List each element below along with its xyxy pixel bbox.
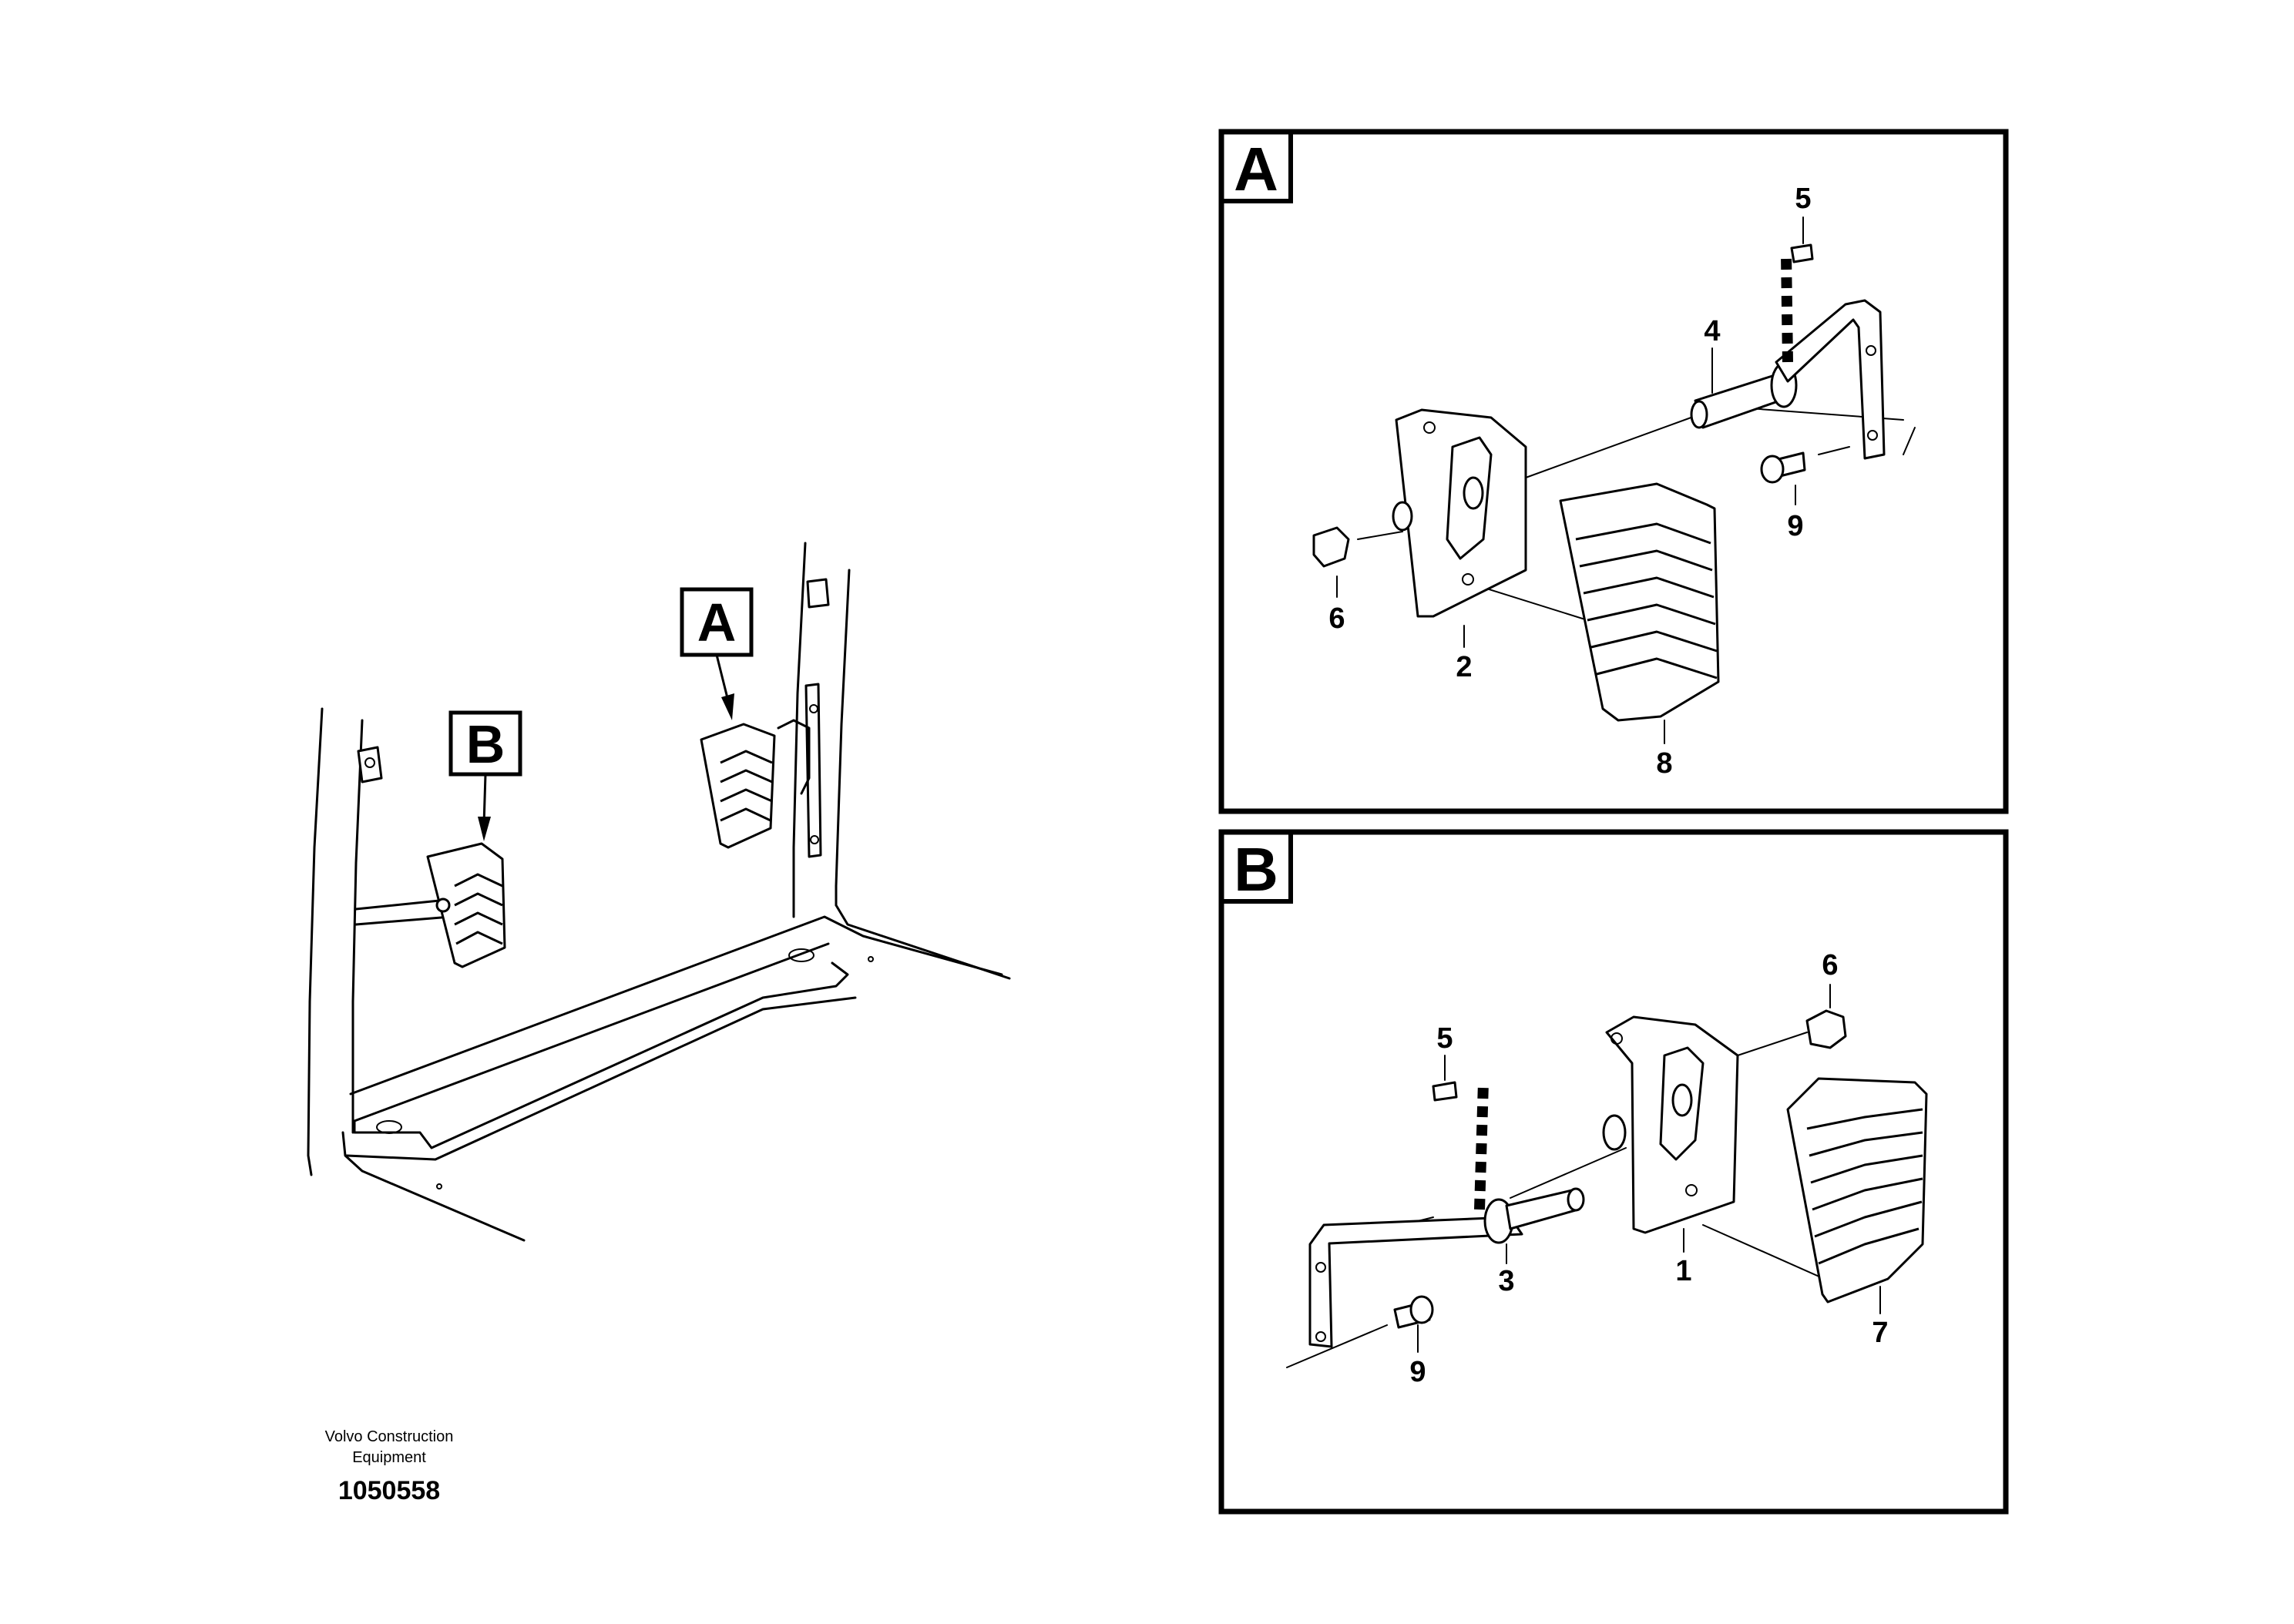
panel-a-cap-nut <box>1312 526 1350 568</box>
pedal-b-grip-ribs <box>454 873 503 945</box>
panel-b-callout-3: 3 <box>1498 1265 1514 1297</box>
panel-a-callout-6: 6 <box>1328 602 1345 635</box>
floor-right-edge <box>835 904 1011 980</box>
pedal-a-rod <box>777 719 811 795</box>
detail-panel-b: B 6 5 <box>1218 829 2009 1515</box>
pedal-b-rod-bottom <box>354 915 452 926</box>
panel-a-pin-end <box>1690 400 1708 429</box>
floor-lower-edge <box>345 996 857 1161</box>
panel-a-pedal-pad <box>1559 482 1720 722</box>
floor-dot <box>868 956 874 962</box>
panel-a-frame <box>1218 129 2009 814</box>
panel-a-bracket-nut <box>1392 501 1413 532</box>
floor-bolt-left <box>376 1120 402 1134</box>
panel-a-callout-5: 5 <box>1795 183 1811 215</box>
panel-b-callout-6: 6 <box>1822 949 1838 981</box>
panel-b-set-screw-head <box>1432 1081 1458 1102</box>
panel-a-pedal-grip-ribs <box>1575 522 1718 679</box>
panel-a-letter-box <box>1219 129 1293 203</box>
left-post-bracket <box>357 746 383 783</box>
overview-label-a-leader <box>715 653 730 703</box>
floor-step-edge <box>353 942 830 1122</box>
panel-a-callout-4: 4 <box>1704 315 1720 347</box>
panel-a-bracket-hole-bottom <box>1462 573 1474 586</box>
overview-label-b: B <box>466 714 505 774</box>
overview-pedal-a <box>700 719 811 849</box>
panel-b-pin-end <box>1567 1187 1585 1212</box>
overview-illustration: B A <box>307 542 1011 1242</box>
floor-dot-2 <box>436 1183 442 1189</box>
panel-a-bracket-bush <box>1463 476 1484 510</box>
panel-a-set-screw-shaft <box>1781 253 1793 363</box>
pedal-b-rod-top <box>354 898 448 911</box>
credit-line-1: Volvo Construction <box>325 1428 454 1445</box>
right-post-bracket <box>806 578 830 609</box>
panel-b-rod-hole-top <box>1315 1262 1326 1273</box>
panel-a-callout-2: 2 <box>1456 651 1472 683</box>
panel-b-bracket-hole-top <box>1611 1032 1623 1045</box>
panel-a-set-screw-head <box>1790 243 1814 263</box>
panel-b-callout-1: 1 <box>1675 1255 1691 1287</box>
right-cab-post-inner <box>835 569 851 907</box>
overview-label-a-arrowhead <box>721 693 734 720</box>
floor-bolt-right <box>788 948 814 962</box>
panel-b-pedal-grip-ribs <box>1806 1108 1923 1265</box>
panel-a-bracket-hole-top <box>1423 421 1436 434</box>
panel-b-set-screw-shaft <box>1474 1082 1489 1210</box>
panel-b-bracket-hole-bottom <box>1685 1184 1698 1196</box>
floor-left-edge <box>341 1131 526 1242</box>
left-cab-post-outer <box>307 707 324 1176</box>
overview-label-a: A <box>697 592 737 653</box>
overview-label-b-arrowhead <box>478 817 491 841</box>
panel-b-frame <box>1218 829 2009 1515</box>
floor-back-edge <box>349 915 1003 1096</box>
panel-b-bracket-nut <box>1602 1114 1627 1151</box>
panel-a-letter: A <box>1234 135 1278 203</box>
panel-a-rod-hole-bottom <box>1867 430 1878 441</box>
panel-b-callout-5: 5 <box>1436 1022 1453 1055</box>
panel-b-cap-nut <box>1805 1009 1847 1049</box>
panel-b-pedal-pad <box>1786 1077 1928 1304</box>
overview-pedal-b <box>354 842 506 968</box>
panel-a-callout-9: 9 <box>1787 510 1803 542</box>
pedal-b-pivot <box>435 898 451 913</box>
panel-b-rod-hole-bottom <box>1315 1331 1326 1342</box>
panel-a-callout-8: 8 <box>1656 747 1672 780</box>
floor-front-edge <box>353 961 849 1149</box>
panel-b-bracket-bush <box>1671 1083 1693 1117</box>
panel-b-letter: B <box>1234 835 1278 904</box>
pedal-a-pad <box>700 723 776 849</box>
panel-b-assembly-lines <box>1286 1032 1842 1368</box>
pedal-a-grip-ribs <box>720 750 773 822</box>
credit-block: Volvo Construction Equipment 1050558 <box>325 1428 454 1505</box>
left-post-bracket-hole <box>364 757 375 768</box>
panel-a-screw-head <box>1760 455 1785 484</box>
panel-a-pin <box>1694 374 1782 429</box>
panel-b-callout-9: 9 <box>1409 1356 1426 1388</box>
rail-hole-bottom <box>810 835 819 844</box>
panel-a-rod-hole-top <box>1866 345 1876 356</box>
panel-a-pedal-rod <box>1775 299 1886 460</box>
left-cab-post-inner <box>351 719 364 1134</box>
panel-b-letter-box <box>1219 830 1293 904</box>
rail-hole-top <box>809 704 818 713</box>
panel-b-screw-head <box>1409 1295 1434 1324</box>
credit-line-2: Equipment <box>352 1449 426 1466</box>
overview-label-b-leader <box>482 773 487 826</box>
detail-panel-a: A 5 4 <box>1218 129 2009 814</box>
panel-a-assembly-lines <box>1357 405 1916 640</box>
right-cab-post-outer <box>792 542 807 918</box>
drawing-number: 1050558 <box>338 1476 440 1505</box>
panel-b-callout-7: 7 <box>1872 1317 1888 1349</box>
